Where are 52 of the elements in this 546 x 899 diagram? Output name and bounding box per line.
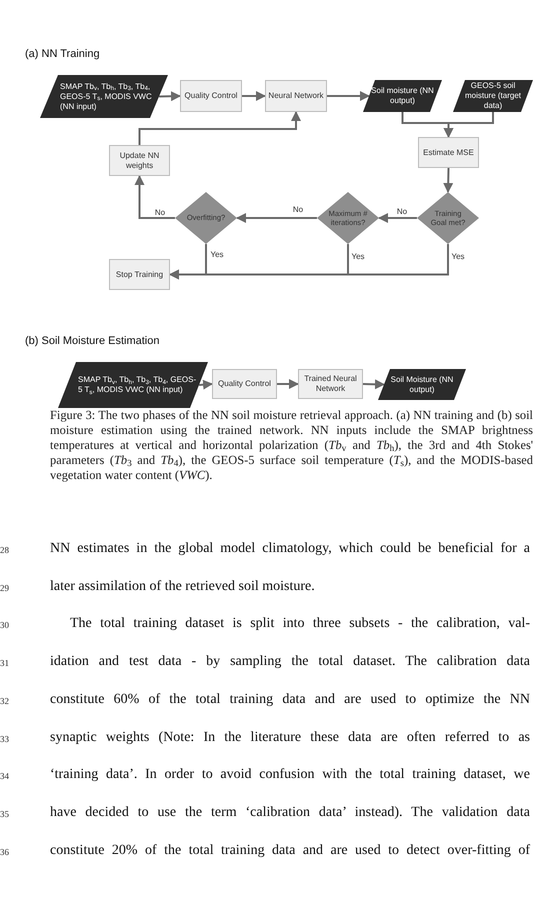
edge-label: No <box>154 209 166 217</box>
data-parallelogram: SMAP Tb$_{v}$, Tb$_{h}$, Tb$_{3}$, Tb$_{4}$, GEOS-5 T$_{s}$, MODIS VWC (NN input) <box>40 75 168 118</box>
data-parallelogram: SMAP Tb$_{v}$, Tb$_{h}$, Tb$_{3}$, Tb$_{4}$, GEOS-5 T$_{s}$, MODIS VWC (NN input) <box>58 362 208 408</box>
arrow <box>242 91 266 101</box>
edge-label: Yes <box>450 253 466 261</box>
arrow <box>236 213 317 223</box>
line-number: 36 <box>0 846 9 859</box>
edge-label: No <box>396 208 408 216</box>
arrow <box>277 379 299 389</box>
body-text: idation and test data - by sampling the total dataset. The calibration data <box>50 653 530 672</box>
process-box: Stop Training <box>109 259 170 290</box>
body-text: The total training dataset is split into three subsets - the calibration, val- <box>70 615 530 634</box>
data-parallelogram: Soil Moisture (NN output) <box>378 369 466 400</box>
edge-label: Yes <box>350 253 366 261</box>
process-box: Estimate MSE <box>418 137 479 168</box>
edge-label: No <box>292 206 304 214</box>
line-number: 28 <box>0 544 9 557</box>
arrow <box>362 379 385 390</box>
line-number: 33 <box>0 732 9 746</box>
data-parallelogram: GEOS-5 soil moisture (target data) <box>453 80 533 112</box>
arrow <box>327 91 370 101</box>
data-parallelogram: Soil moisture (NN output) <box>363 80 442 112</box>
process-box: Update NN weights <box>109 145 170 176</box>
arrow <box>444 112 494 138</box>
line-number: 30 <box>0 619 9 632</box>
line-number: 31 <box>0 657 9 670</box>
process-box: Quality Control <box>212 369 277 399</box>
body-text: synaptic weights (Note: In the literature these data are often referred to as <box>50 728 530 746</box>
line-number: 35 <box>0 808 9 821</box>
figure-caption: Figure 3: The two phases of the NN soil moisture retrieval approach. (a) NN training and (b) soil moisture estimation using the trained network. NN inputs include the SMAP brightness temperatures at vertical and horizontal polarization (Tb$_{v}$ and Tb$_{h}$), the 3rd and 4th Stokes' parameters (Tb$_{3}$ and Tb$_{4}$), the GEOS-5 surface soil temperature (T$_{s}$), and the MODIS-based vegetation water content (VWC). <box>50 408 533 483</box>
line-number: 32 <box>0 694 9 708</box>
arrow <box>443 168 454 193</box>
section-heading: (b) Soil Moisture Estimation <box>25 334 160 349</box>
body-text: ‘training data’. In order to avoid confusion with the total training dataset, we <box>50 766 530 784</box>
process-box: Quality Control <box>180 80 242 112</box>
arrow <box>138 111 301 145</box>
body-text: NN estimates in the global model climatology, which could be beneficial for a <box>50 540 530 558</box>
process-box: Neural Network <box>265 80 327 112</box>
arrow <box>378 213 417 223</box>
process-box: Trained Neural Network <box>298 369 363 399</box>
edge-label: Yes <box>209 251 225 259</box>
line-number: 34 <box>0 770 9 784</box>
arrow <box>169 244 449 280</box>
arrow <box>158 91 181 102</box>
body-text: later assimilation of the retrieved soil moisture. <box>50 578 315 596</box>
section-heading: (a) NN Training <box>25 47 100 62</box>
arrow <box>198 380 213 390</box>
body-text: constitute 20% of the total training data and are used to detect over-fitting of <box>50 842 530 860</box>
arrow <box>134 175 175 219</box>
body-text: constitute 60% of the total training data and are used to optimize the NN <box>50 690 530 709</box>
line-number: 29 <box>0 582 9 595</box>
body-text: have decided to use the term ‘calibration data’ instead). The validation data <box>50 804 530 822</box>
